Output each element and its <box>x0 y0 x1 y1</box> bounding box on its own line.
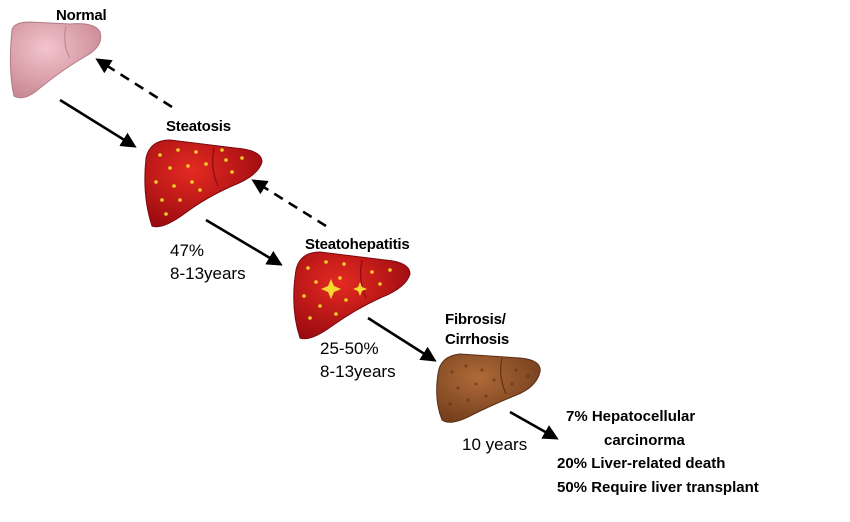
outcome-hcc: 7% Hepatocellular <box>566 408 696 425</box>
label-normal: Normal <box>56 7 107 24</box>
arrow-steatosis-to-normal-dashed <box>95 58 173 109</box>
arrow-cirrhosis-to-outcomes <box>509 410 559 440</box>
outcome-hcc-cont: carcinorma <box>604 432 685 449</box>
steatohepatitis-liver <box>293 251 411 340</box>
steatohepatitis-fat-dots <box>302 260 392 320</box>
steatohepatitis-years: 8-13years <box>320 362 396 381</box>
outcome-transplant: 50% Require liver transplant <box>557 479 759 496</box>
cirrhosis-liver <box>436 353 541 423</box>
arrow-normal-to-steatosis <box>59 98 137 148</box>
label-cirrhosis: Cirrhosis <box>445 331 510 348</box>
normal-liver <box>9 21 102 99</box>
steatohepatitis-percent: 25-50% <box>320 339 379 358</box>
inflammation-star-icons <box>321 279 367 299</box>
arrow-steatohepatitis-to-cirrhosis <box>367 316 437 362</box>
label-steatohepatitis: Steatohepatitis <box>305 236 410 253</box>
outcome-liver-death: 20% Liver-related death <box>557 455 726 472</box>
steatosis-fat-dots <box>154 148 244 216</box>
steatosis-years: 8-13years <box>170 264 246 283</box>
fibrosis-years: 10 years <box>462 435 528 454</box>
steatosis-liver <box>144 139 263 228</box>
steatosis-percent: 47% <box>170 241 205 260</box>
label-fibrosis: Fibrosis/ <box>445 311 506 328</box>
arrow-steatohepatitis-to-steatosis-dashed <box>251 179 327 228</box>
arrow-steatosis-to-steatohepatitis <box>205 218 283 266</box>
label-steatosis: Steatosis <box>166 118 231 135</box>
